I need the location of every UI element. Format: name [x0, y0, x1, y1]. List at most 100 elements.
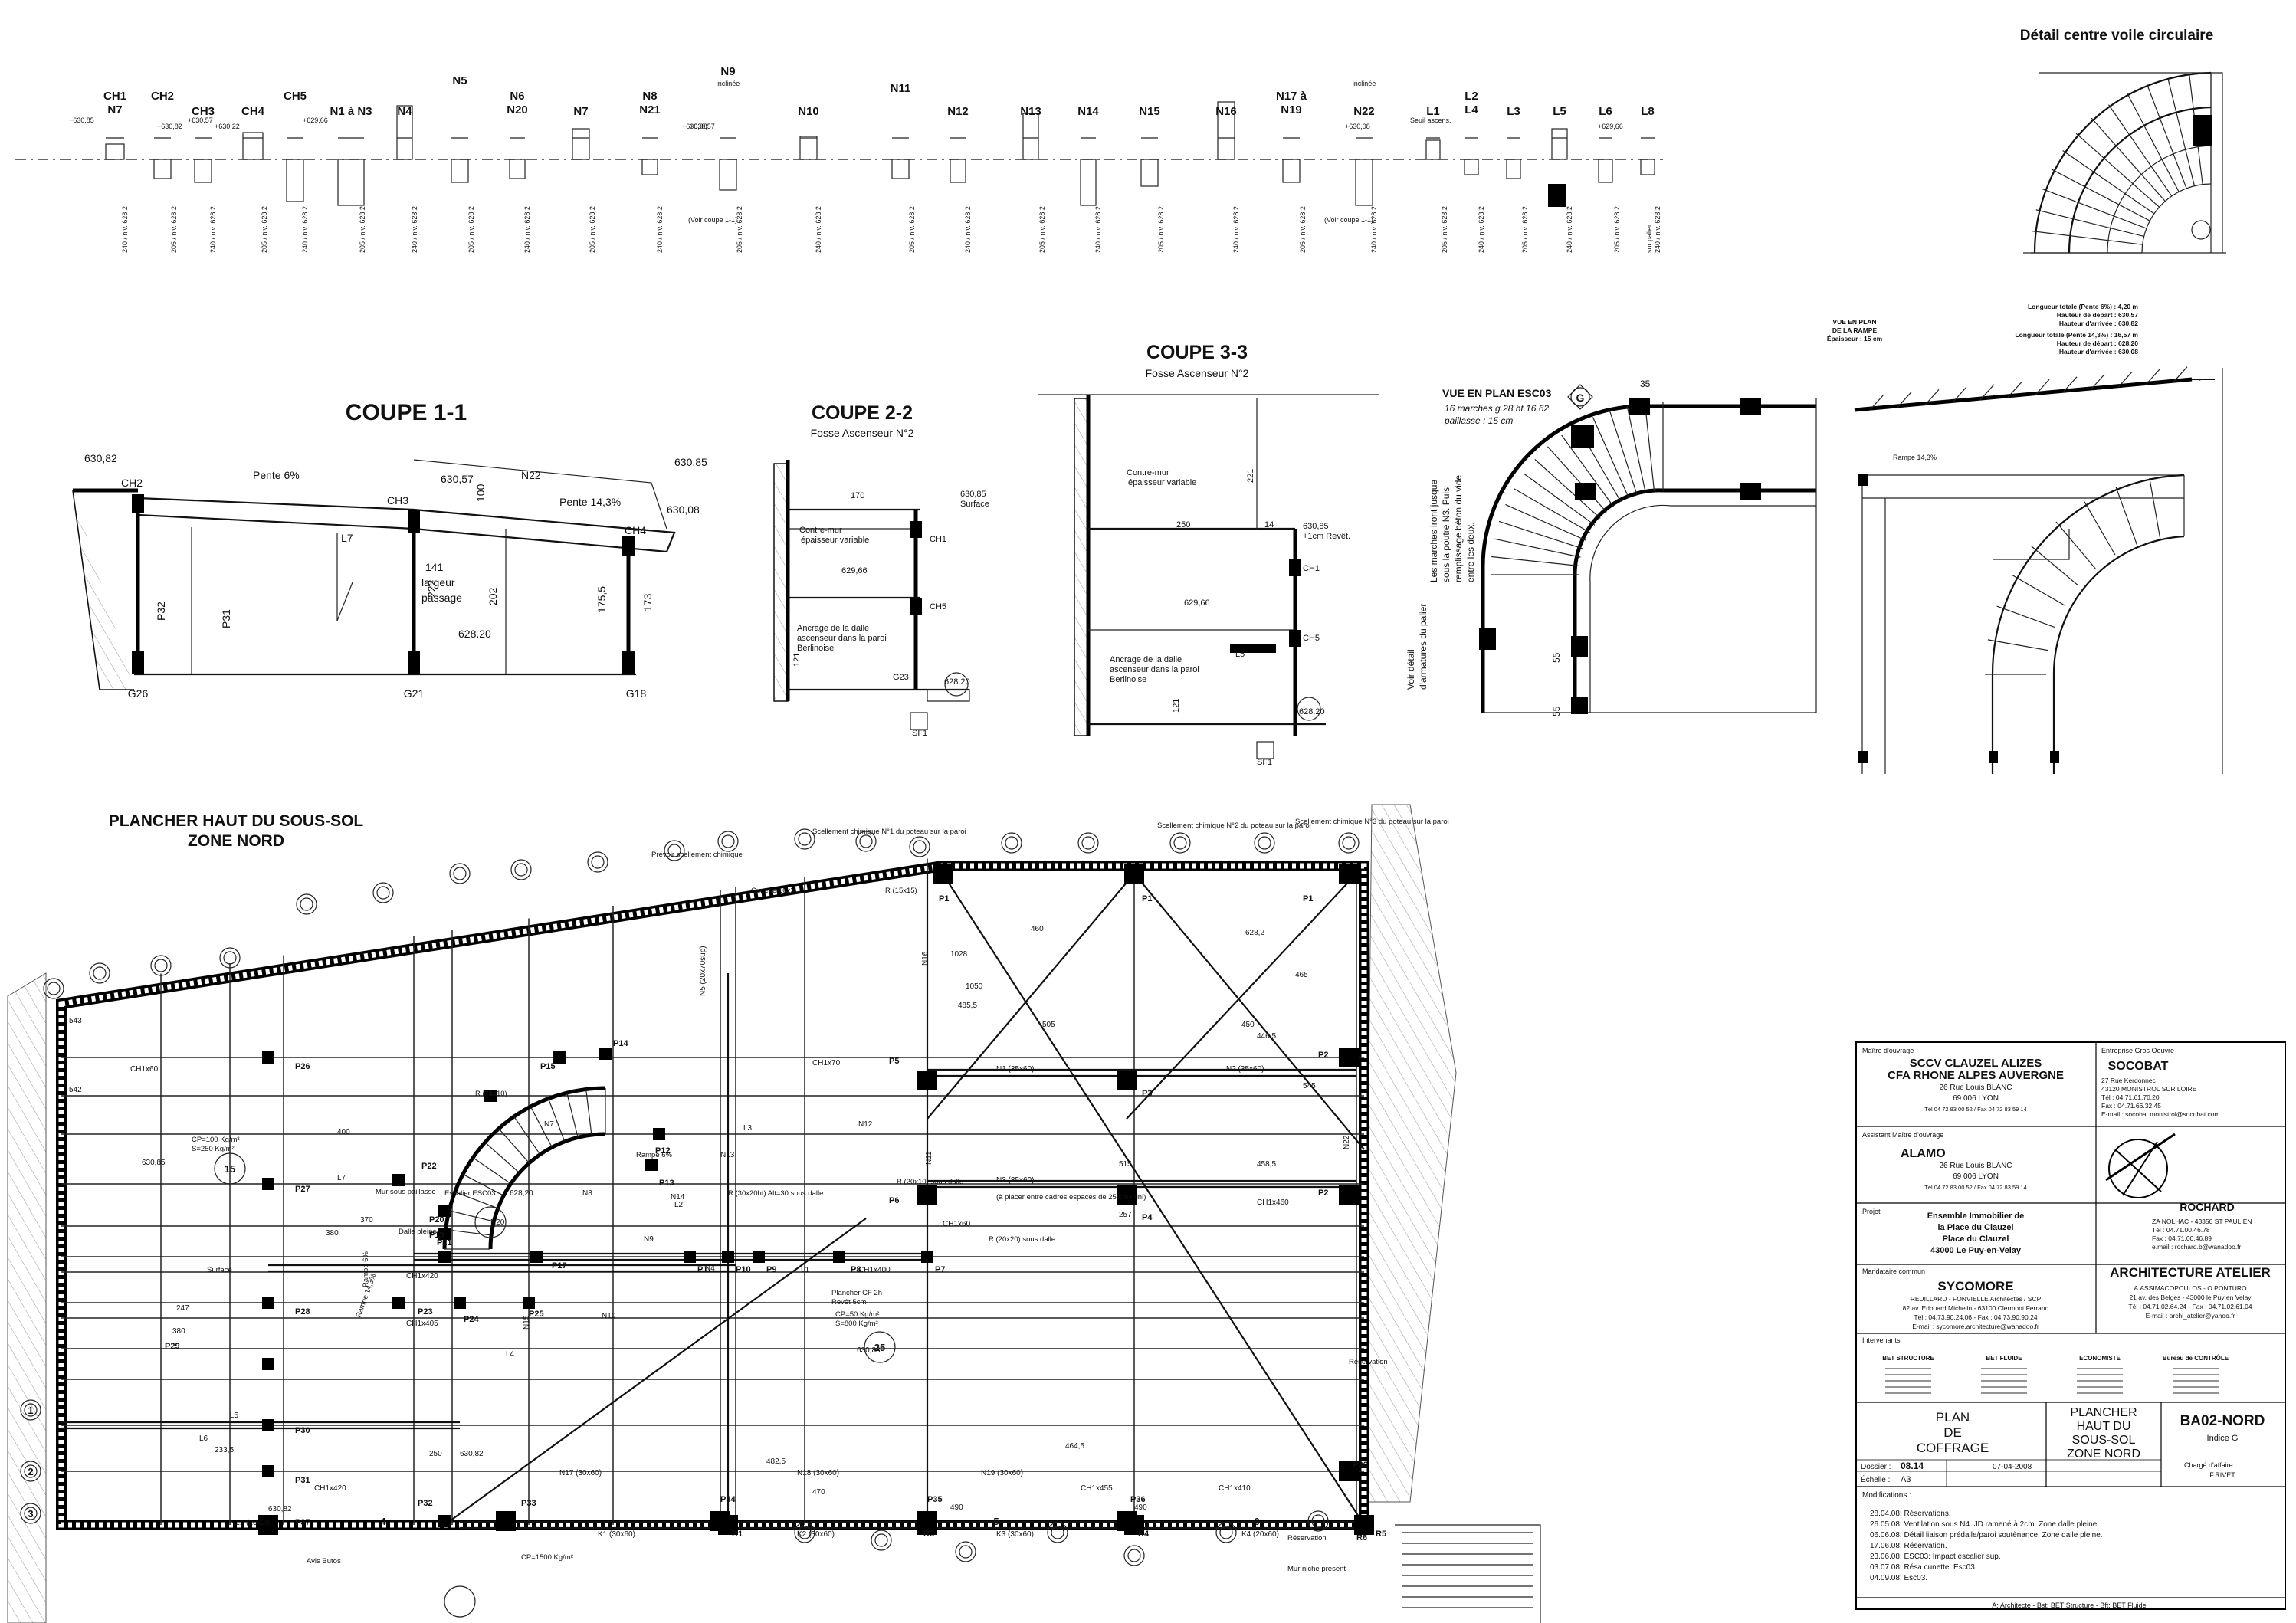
plan-grid-marker [1001, 832, 1022, 854]
plan-column [523, 1297, 535, 1309]
cart-mandataire-4: E-mail : sycomore.architecture@wanadoo.f… [1912, 1323, 2039, 1330]
coupe1-label-24: 100 [474, 484, 487, 502]
strip-profile-20 [1355, 159, 1373, 206]
cart-projet-label: Projet [1862, 1208, 1881, 1215]
plan-grid-marker-inner [913, 840, 927, 854]
plan-dim-3: 450 [1241, 1021, 1255, 1029]
plan-dim-14: 545 [1303, 1082, 1316, 1090]
esc-tread [1644, 403, 1655, 491]
plan-grid-marker [510, 859, 532, 880]
plan-col-label-34: P33 [521, 1499, 536, 1508]
strip-label-22-b: L4 [1465, 103, 1478, 116]
cart-moa-0: SCCV CLAUZEL ALIZES [1910, 1057, 2042, 1070]
plan-beam-label-12: N14 [671, 1193, 685, 1202]
plan-grid-marker-inner [514, 863, 528, 877]
plan-col-label-11: P9 [766, 1265, 776, 1274]
strip-note-coupe-2: (Voir coupe 1-1) [1324, 216, 1373, 224]
cart-dossier: 08.14 [1901, 1461, 1924, 1471]
strip-label-19: N17 à [1276, 90, 1307, 103]
plan-column [438, 1515, 451, 1527]
esc-tread [1498, 520, 1583, 549]
esc03-side-note-2: remplissage béton du vide [1453, 475, 1464, 582]
cart-plan-type-2: COFFRAGE [1917, 1441, 1989, 1455]
coupe2-label-4: Contre-mur [799, 526, 842, 535]
ramp-curve-tick [2031, 546, 2079, 586]
plan-axis-1: 2 [28, 1466, 33, 1477]
cart-projet-2: Place du Clauzel [1943, 1234, 2009, 1244]
ramp-tick [1979, 384, 1995, 401]
coupe1-label-15: P32 [155, 602, 167, 621]
plan-grid-marker-inner [300, 897, 313, 911]
strip-label-18: N16 [1215, 105, 1237, 118]
plan-beam-label-35: CH1x460 [1257, 1198, 1289, 1207]
plan-col-label-26: P25 [529, 1310, 544, 1319]
coupe1-label-19: 175,5 [595, 586, 608, 613]
strip-profile-9 [572, 128, 590, 160]
plan-dim-4: 446,5 [1257, 1032, 1276, 1041]
plan-grid-marker-inner [874, 1533, 888, 1547]
strip-level-note-6: 240 / niv. 628,2 [411, 206, 418, 253]
plan-column [1354, 1515, 1374, 1535]
plan-column [1117, 1185, 1137, 1205]
plan-grid-marker-inner [1081, 836, 1095, 850]
plan-col-label-21: P20 [429, 1215, 444, 1225]
esc03-side-note-0: Les marches iront jusque [1428, 480, 1439, 582]
coupe3-label-12: ascenseur dans la paroi [1110, 665, 1199, 674]
plan-beam-label-22: K2 (30x60) [797, 1530, 835, 1539]
plan-col-label-18: P16 [483, 1089, 498, 1098]
coupe3-label-6: +1cm Revêt. [1303, 532, 1350, 541]
plan-note-17: Plancher CF 2h [831, 1289, 882, 1297]
plan-grid-marker [1047, 1522, 1068, 1543]
ramp-curve-tick [1996, 605, 2055, 628]
circ-step-line [2108, 104, 2173, 197]
detail-circ-title: Détail centre voile circulaire [2020, 28, 2213, 44]
strip-level-note-7: 205 / niv. 628,2 [467, 206, 475, 253]
strip-level-note-25: 205 / niv. 628,2 [1613, 206, 1621, 253]
plan-dim-22: 380 [326, 1229, 339, 1238]
plan-stair-tread [585, 1089, 592, 1136]
strip-label-2: CH3 [192, 105, 215, 118]
plan-grid-marker-inner [798, 832, 812, 846]
plan-col-label-37: P36 [1130, 1495, 1146, 1504]
plan-stair-tread [454, 1191, 498, 1209]
ramp-note-1: Longueur totale (Pente 6%) : 4,20 m [2028, 303, 2138, 310]
plan-column [392, 1297, 405, 1309]
plan-note-18: Revêt 5cm [831, 1298, 866, 1307]
plan-note-26: Réservation [1287, 1534, 1327, 1543]
strip-label-20: N22 [1353, 105, 1375, 118]
strip-level-7: +630,08 [1345, 123, 1370, 130]
strip-level-note-13: 205 / niv. 628,2 [908, 206, 916, 253]
cart-plan-type-0: PLAN [1936, 1410, 1970, 1425]
plan-col-label-7: P5 [889, 1057, 899, 1066]
cart-moa-label: Maître d'ouvrage [1862, 1047, 1914, 1054]
coupe1-label-9: CH4 [625, 524, 646, 536]
plan-beam-label-40: CH1x410 [1219, 1484, 1251, 1493]
plan-stair-tread [472, 1157, 511, 1185]
plan-column [262, 1419, 274, 1431]
plan-column [1124, 1515, 1144, 1535]
plan-beam-label-20: N22 [1343, 1135, 1351, 1149]
cart-ref: BA02-NORD [2180, 1413, 2265, 1429]
circ-step-line [2062, 150, 2155, 215]
coupe2-label-0: 170 [851, 491, 864, 500]
cart-rochard-3: Fax : 04.71.00.46.89 [2152, 1234, 2212, 1242]
strip-label-3: CH4 [241, 105, 265, 118]
coupe3-label-8: 629,66 [1184, 598, 1210, 608]
plan-col-label-15: P13 [659, 1179, 674, 1188]
plan-beam-label-9: N11 [925, 1151, 933, 1165]
esc03-line-2: paillasse : 15 cm [1444, 415, 1513, 426]
plan-grid-marker [794, 1522, 815, 1543]
plan-col-label-42: R4 [1138, 1530, 1150, 1539]
cart-plan-title-1: HAUT DU [2077, 1420, 2131, 1433]
coupe3-label-16: 121 [1172, 699, 1181, 713]
ramp-label: Rampe 14,3% [1893, 454, 1937, 461]
plan-col-label-0: P1 [939, 894, 949, 903]
plan-beam-label-21: K1 (30x60) [598, 1530, 635, 1539]
plan-beam-label-2: N3 (35x60) [996, 1176, 1034, 1185]
plan-grid-marker [587, 851, 608, 873]
strip-label-4: CH5 [284, 90, 307, 103]
plan-grid-marker [89, 962, 110, 984]
plan-stair-tread [484, 1142, 520, 1173]
plan-grid-marker [1123, 1545, 1145, 1566]
circ-step-line [2167, 77, 2196, 186]
